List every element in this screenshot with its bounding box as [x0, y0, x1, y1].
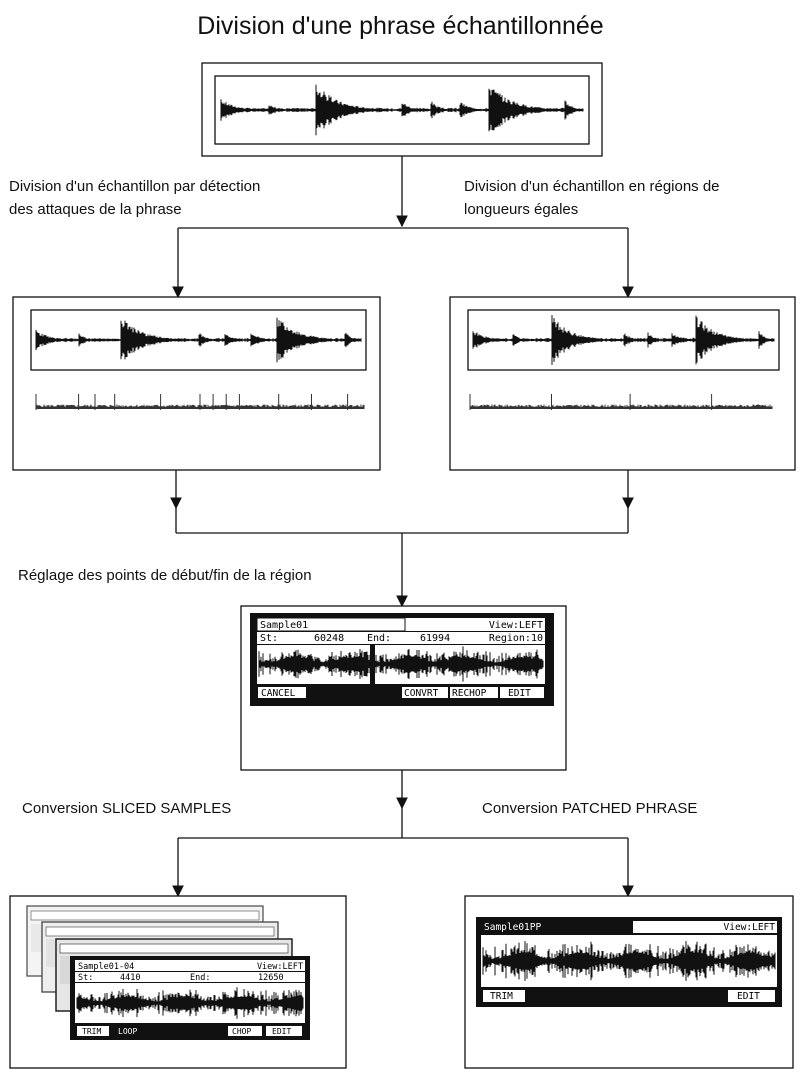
- sliced-waveform-path: [76, 987, 304, 1019]
- diagram-title: Division d'une phrase échantillonnée: [197, 12, 604, 40]
- onset-split-box: [12, 296, 381, 471]
- edit-st-label: St:: [260, 633, 278, 644]
- cancel-button-label: CANCEL: [261, 688, 296, 699]
- patched-waveform-path: [482, 941, 776, 981]
- rechop-button-label: RECHOP: [452, 688, 487, 699]
- edit-st-value: 60248: [314, 633, 344, 644]
- trim-button-label: TRIM: [82, 1027, 101, 1036]
- onset-waveform-path: [35, 317, 362, 363]
- edit-end-label: End:: [367, 633, 391, 644]
- onset-waveform-frame: [30, 309, 367, 371]
- patched-trim-button-label: TRIM: [490, 991, 513, 1002]
- source-waveform-path: [220, 84, 584, 136]
- edit-lcd-sample-tab: [256, 617, 406, 632]
- patched-sample-name: Sample01PP: [484, 922, 541, 933]
- edit-end-value: 61994: [420, 633, 450, 644]
- patched-lcd-button-bar: [481, 989, 777, 1003]
- edit-waveform: [258, 646, 544, 682]
- sliced-screens-stack: Sample01-04 View:LEFT St: 4410 End: 1265…: [26, 905, 310, 1040]
- sliced-lcd-info-row: [75, 972, 305, 982]
- equal-slice-strip: [469, 394, 773, 410]
- caption-equal-split: Division d'un échantillon en régions de …: [464, 175, 720, 221]
- patched-sample-tab: [481, 921, 633, 933]
- caption-equal-line-1: Division d'un échantillon en régions de: [464, 178, 720, 195]
- edit-button[interactable]: [500, 687, 544, 698]
- sliced-front-screen: Sample01-04 View:LEFT St: 4410 End: 1265…: [70, 956, 310, 1040]
- edit-button-label: EDIT: [508, 688, 531, 699]
- sliced-lcd-header: [75, 960, 305, 971]
- sliced-edit-button-label: EDIT: [272, 1027, 291, 1036]
- onset-slice-strip: [35, 394, 365, 410]
- trim-button[interactable]: [77, 1026, 109, 1036]
- patched-view-label: View:LEFT: [724, 922, 776, 933]
- source-waveform: [220, 84, 584, 136]
- edit-waveform-path: [258, 646, 544, 682]
- sliced-st-value: 4410: [120, 973, 140, 983]
- patched-edit-button[interactable]: [728, 990, 775, 1002]
- chop-button[interactable]: [228, 1026, 262, 1036]
- equal-waveform-frame: [467, 309, 780, 371]
- convert-button-label: CONVRT: [404, 688, 439, 699]
- cancel-button[interactable]: [258, 687, 306, 698]
- equal-split-box: [449, 296, 796, 471]
- loop-button-label[interactable]: LOOP: [118, 1027, 137, 1036]
- rechop-button[interactable]: [450, 687, 498, 698]
- onset-slice-path: [35, 394, 365, 410]
- caption-onset-split: Division d'un échantillon par détection …: [9, 175, 260, 221]
- edit-view-label: View:LEFT: [489, 620, 543, 631]
- sliced-waveform: [76, 987, 304, 1019]
- convert-button[interactable]: [402, 687, 448, 698]
- connector-lines: [170, 156, 634, 898]
- chop-button-label: CHOP: [232, 1027, 251, 1036]
- caption-onset-line-2: des attaques de la phrase: [9, 201, 182, 218]
- sliced-edit-button[interactable]: [266, 1026, 302, 1036]
- caption-equal-line-2: longueurs égales: [464, 201, 579, 218]
- onset-waveform: [35, 317, 362, 363]
- edit-region-label: Region:10: [489, 633, 543, 644]
- edit-lcd-screen: Sample01 View:LEFT St: 60248 End: 61994 …: [250, 613, 554, 706]
- sliced-view-label: View:LEFT: [257, 962, 303, 972]
- sliced-st-label: St:: [78, 973, 93, 983]
- patched-lcd-screen: Sample01PP View:LEFT TRIM EDIT: [476, 917, 782, 1007]
- sliced-sample-name: Sample01-04: [78, 962, 134, 972]
- patched-trim-button[interactable]: [483, 990, 525, 1002]
- caption-adjust-region: Réglage des points de début/fin de la ré…: [18, 567, 312, 584]
- source-waveform-frame: [214, 75, 590, 145]
- edit-region-marker: [370, 645, 375, 684]
- equal-waveform: [472, 315, 775, 365]
- patched-edit-button-label: EDIT: [737, 991, 760, 1002]
- sliced-end-label: End:: [190, 973, 210, 983]
- equal-waveform-path: [472, 315, 775, 365]
- equal-slice-path: [469, 394, 773, 410]
- edit-lcd-info-row: [257, 632, 545, 644]
- patched-waveform: [482, 941, 776, 981]
- caption-patched-phrase: Conversion PATCHED PHRASE: [482, 800, 698, 817]
- caption-sliced-samples: Conversion SLICED SAMPLES: [22, 800, 232, 817]
- caption-onset-line-1: Division d'un échantillon par détection: [9, 178, 261, 195]
- sliced-end-value: 12650: [258, 973, 284, 983]
- edit-sample-name: Sample01: [260, 620, 308, 631]
